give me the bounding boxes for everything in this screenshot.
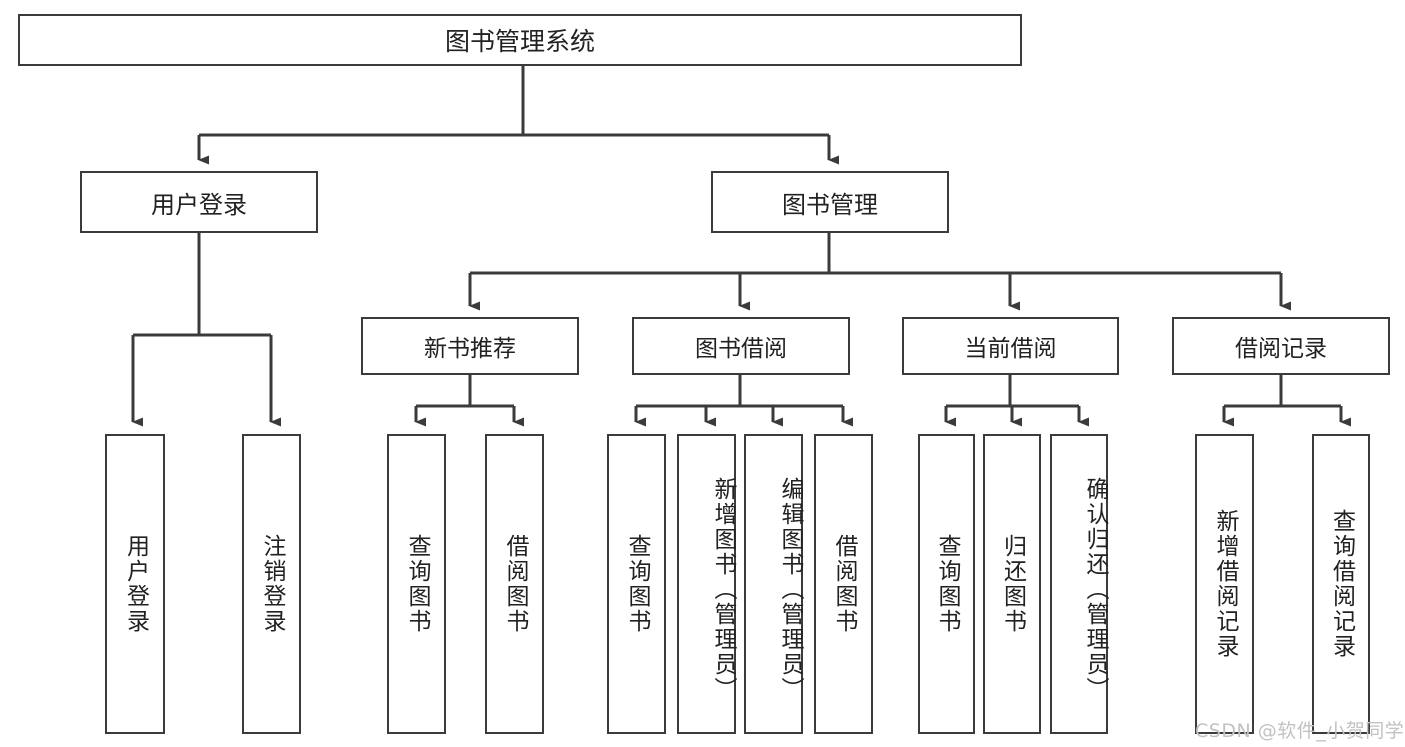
- node-leaf-add-record[interactable]: 新增借阅记录: [1195, 434, 1254, 734]
- node-leaf-edit-book[interactable]: 编辑图书（管理员）: [744, 434, 803, 734]
- node-leaf-confirm-return[interactable]: 确认归还（管理员）: [1050, 434, 1108, 734]
- node-leaf-user-login-label: 用户登录: [122, 534, 149, 634]
- node-leaf-borrow-book-1-label: 借阅图书: [502, 534, 528, 634]
- node-current-borrow-label: 当前借阅: [964, 336, 1057, 362]
- node-leaf-add-book[interactable]: 新增图书（管理员）: [677, 434, 736, 734]
- node-leaf-borrow-book-1[interactable]: 借阅图书: [485, 434, 544, 734]
- node-borrow-record[interactable]: 借阅记录: [1172, 317, 1390, 375]
- node-leaf-return-book[interactable]: 归还图书: [983, 434, 1041, 734]
- node-leaf-query-book-3[interactable]: 查询图书: [918, 434, 975, 734]
- node-leaf-confirm-return-label: 确认归还（管理员）: [1082, 476, 1108, 702]
- node-leaf-query-record[interactable]: 查询借阅记录: [1312, 434, 1370, 734]
- node-leaf-add-book-label: 新增图书（管理员）: [710, 476, 736, 702]
- node-leaf-query-book-1-label: 查询图书: [404, 534, 430, 634]
- node-book-borrow-label: 图书借阅: [695, 336, 787, 362]
- node-leaf-user-login[interactable]: 用户登录: [105, 434, 165, 734]
- node-leaf-query-record-label: 查询借阅记录: [1328, 509, 1355, 659]
- node-leaf-logout[interactable]: 注销登录: [242, 434, 301, 734]
- node-book-manage[interactable]: 图书管理: [711, 171, 949, 233]
- node-leaf-borrow-book-2[interactable]: 借阅图书: [814, 434, 873, 734]
- node-leaf-query-book-3-label: 查询图书: [934, 534, 960, 634]
- node-leaf-borrow-book-2-label: 借阅图书: [831, 534, 857, 634]
- node-current-borrow[interactable]: 当前借阅: [902, 317, 1119, 375]
- node-leaf-query-book-2[interactable]: 查询图书: [607, 434, 666, 734]
- node-borrow-record-label: 借阅记录: [1235, 336, 1327, 362]
- node-user-login-label: 用户登录: [151, 190, 247, 219]
- node-root[interactable]: 图书管理系统: [18, 14, 1022, 66]
- node-book-manage-label: 图书管理: [782, 190, 878, 219]
- node-root-label: 图书管理系统: [444, 27, 595, 56]
- node-leaf-edit-book-label: 编辑图书（管理员）: [777, 476, 803, 702]
- node-leaf-add-record-label: 新增借阅记录: [1212, 509, 1238, 659]
- node-user-login[interactable]: 用户登录: [80, 171, 318, 233]
- csdn-watermark: CSDN @软件_小贺同学: [1195, 720, 1405, 742]
- node-new-book-rec[interactable]: 新书推荐: [361, 317, 579, 375]
- node-leaf-query-book-2-label: 查询图书: [624, 534, 650, 634]
- node-leaf-logout-label: 注销登录: [259, 534, 285, 634]
- node-leaf-query-book-1[interactable]: 查询图书: [387, 434, 446, 734]
- node-book-borrow[interactable]: 图书借阅: [632, 317, 850, 375]
- node-new-book-rec-label: 新书推荐: [424, 336, 516, 362]
- node-leaf-return-book-label: 归还图书: [999, 534, 1026, 634]
